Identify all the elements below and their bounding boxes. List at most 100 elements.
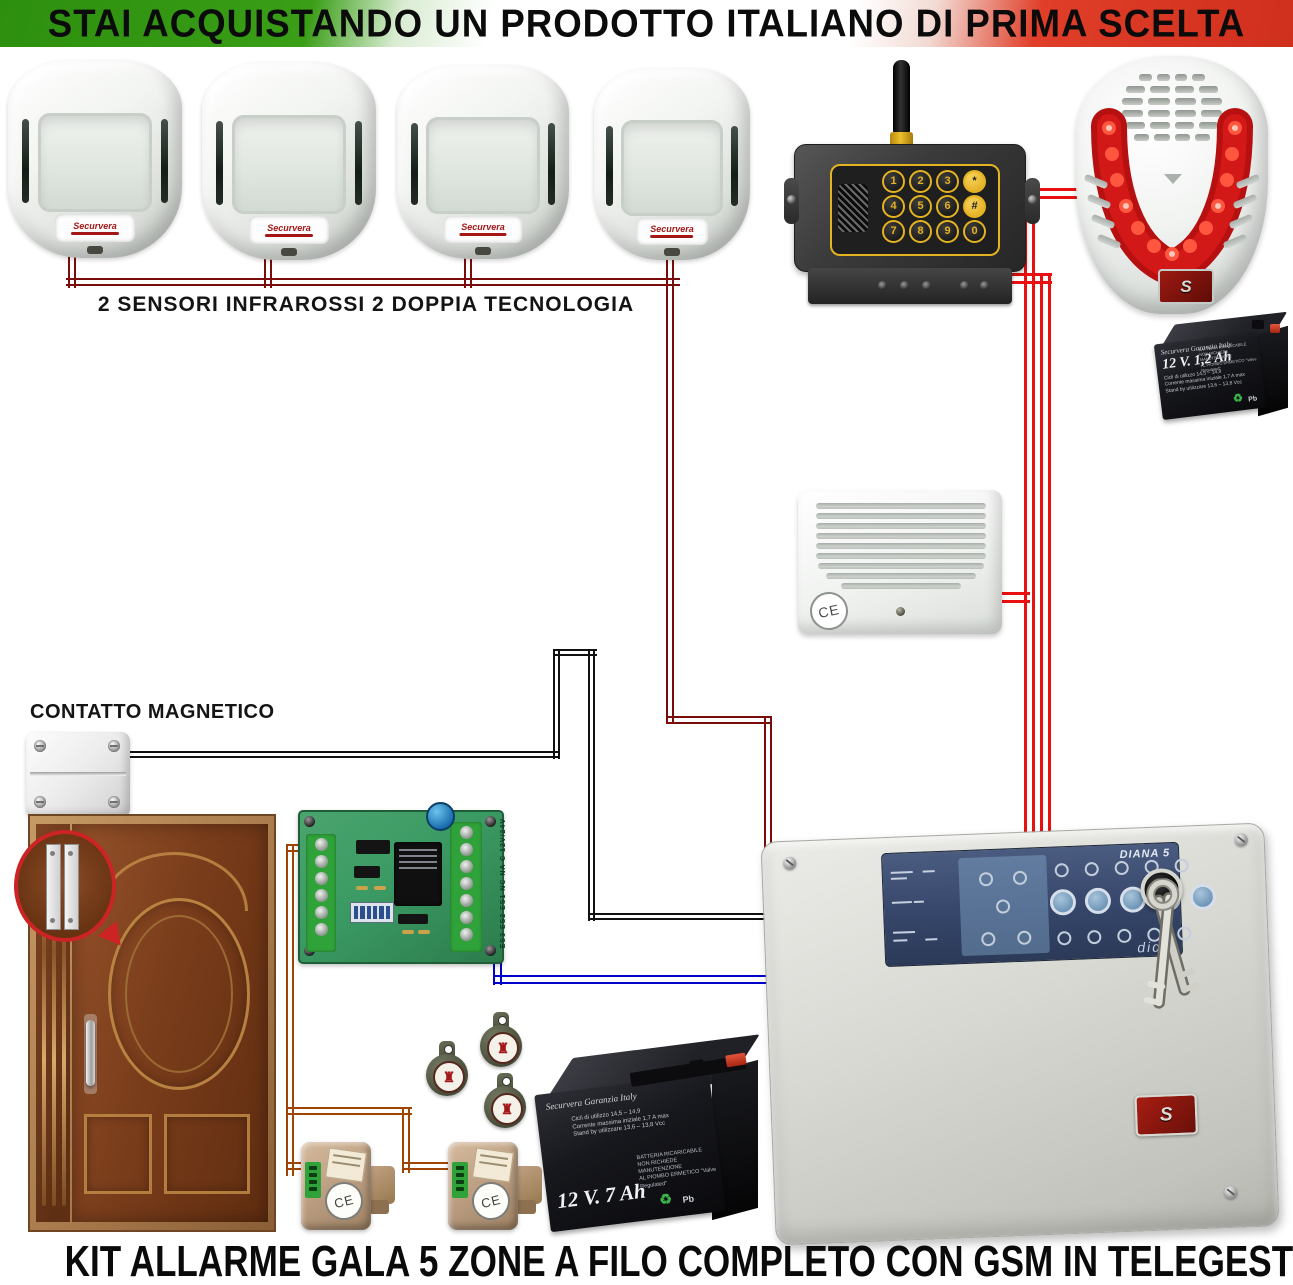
terminal-screw <box>980 281 989 290</box>
pir-lens <box>426 117 540 215</box>
reader-label <box>325 1147 367 1183</box>
siren-leds <box>1102 121 1242 261</box>
gsm-terminal-strip <box>808 268 1012 304</box>
wire-reader2-branch <box>288 1107 412 1115</box>
internal-siren-led <box>896 607 905 616</box>
battery-capacity: 12 V. 7 Ah <box>555 1178 647 1214</box>
door-photo <box>14 814 276 1232</box>
battery-brand: Securvera Garanzia Italy <box>545 1090 638 1112</box>
pir-side-slit <box>548 123 556 205</box>
siren-louvers <box>1116 74 1228 141</box>
siren-badge-text: S <box>1180 276 1192 296</box>
reader-foot <box>516 1200 536 1214</box>
wire-internal-siren-out <box>984 592 1030 603</box>
gsm-key: 4 <box>882 195 905 218</box>
battery-front-face: Securvera Garanzia Italy Cicli di utiliz… <box>534 1073 726 1233</box>
battery-front-face: Securvera Garanzia Italy 12 V. 1,2 Ah Ci… <box>1153 331 1267 421</box>
door-groove <box>42 840 46 1206</box>
pcb-ic <box>354 866 380 878</box>
pb-mark: Pb <box>681 1193 695 1205</box>
wire-contact-down <box>588 649 595 921</box>
pir-sensor-3: Securvera <box>397 65 569 259</box>
gsm-key: 3 <box>936 170 959 193</box>
wire-contact-to-panel <box>588 913 774 920</box>
internal-siren-louvers <box>814 503 988 589</box>
wire-gsm-bus-down <box>1040 273 1051 849</box>
inset-contact-strip <box>46 844 61 930</box>
terminal-screw <box>878 281 887 290</box>
inset-contact-strip <box>64 844 79 930</box>
fob-emblem: ♜ <box>500 1101 514 1117</box>
wire-contact-jog <box>553 649 597 656</box>
gsm-antenna <box>893 60 910 138</box>
pcb-capacitor <box>426 802 455 831</box>
pir-lens <box>620 119 724 216</box>
key-reader-2: CE <box>448 1136 544 1234</box>
gsm-key: 2 <box>909 170 932 193</box>
key-fob-1: ♜ <box>426 1041 468 1097</box>
pcb-dip-switch <box>350 902 394 923</box>
banner-text: STAI ACQUISTANDO UN PRODOTTO ITALIANO DI… <box>47 2 1246 46</box>
recycle-icon: ♻ <box>658 1190 673 1208</box>
pcb-resistor <box>402 930 414 934</box>
gsm-speaker-grille <box>838 184 868 232</box>
panel-keys <box>1143 877 1200 1009</box>
reader-tab <box>367 1166 395 1204</box>
pir-side-slit <box>355 121 363 205</box>
internal-siren: CE <box>798 490 1002 634</box>
door-groove <box>52 840 56 1206</box>
door-leaf <box>72 824 268 1222</box>
footer-text: KIT ALLARME GALA 5 ZONE A FILO COMPLETO … <box>64 1238 1293 1285</box>
pcb-screw <box>304 816 315 827</box>
sensors-caption: 2 SENSORI INFRAROSSI 2 DOPPIA TECNOLOGIA <box>97 293 635 316</box>
fob-emblem-disc: ♜ <box>433 1061 465 1093</box>
recycle-icon: ♻ <box>1232 392 1244 406</box>
contact-screw <box>34 740 46 752</box>
pcb-terminal-right <box>450 822 482 952</box>
reader-label <box>472 1147 514 1183</box>
pir-sensor-4: Securvera <box>594 68 750 260</box>
pcb-screw <box>485 816 496 827</box>
siren-red-lens <box>1091 108 1253 287</box>
wire-contact-run <box>114 751 560 758</box>
pir-brand-text: Securvera <box>461 222 505 233</box>
pir-side-slit <box>21 119 29 203</box>
gsm-mount-ear <box>784 178 799 224</box>
pb-mark: Pb <box>1247 395 1258 404</box>
door-oval-moulding <box>108 898 250 1090</box>
terminal-screw <box>900 281 909 290</box>
door-handle <box>86 1020 95 1086</box>
pcb-terminal-label: ES3 ES2 ES1 NC NA C 12V/24V <box>500 818 507 949</box>
pcb-ic <box>356 840 390 854</box>
pir-brand-label: Securvera <box>248 216 330 245</box>
key-fob-3: ♜ <box>484 1073 526 1129</box>
terminal-screw <box>960 281 969 290</box>
pir-brand-text: Securvera <box>650 223 694 234</box>
wire-sensor-to-panel <box>666 716 770 724</box>
battery-terminal <box>1252 320 1264 329</box>
pir-lens <box>37 113 153 213</box>
pcb-screw <box>485 945 496 956</box>
pir-side-slit <box>606 125 614 207</box>
magnetic-contact <box>26 732 130 818</box>
wire-reader2-in <box>402 1162 460 1170</box>
fob-hole <box>498 1016 507 1025</box>
fob-emblem-disc: ♜ <box>491 1093 523 1125</box>
pir-side-slit <box>161 119 169 203</box>
door-lower-panel <box>164 1114 250 1194</box>
wire-sensor-bus-down <box>666 252 674 724</box>
siren-brand-badge: S <box>1158 269 1214 304</box>
reader-tab <box>514 1166 542 1204</box>
pir-sensor-1: Securvera <box>8 60 182 258</box>
wire-sensor3-drop <box>464 250 472 288</box>
terminal-screw <box>922 281 931 290</box>
reader-terminal <box>452 1162 468 1198</box>
pir-sensor-2: Securvera <box>202 62 376 260</box>
key-reader-1: CE <box>301 1136 397 1234</box>
pir-side-slit <box>730 125 738 207</box>
wire-sensor-bus <box>66 278 680 286</box>
door-lower-panel <box>84 1114 152 1194</box>
pcb-resistor <box>418 930 430 934</box>
